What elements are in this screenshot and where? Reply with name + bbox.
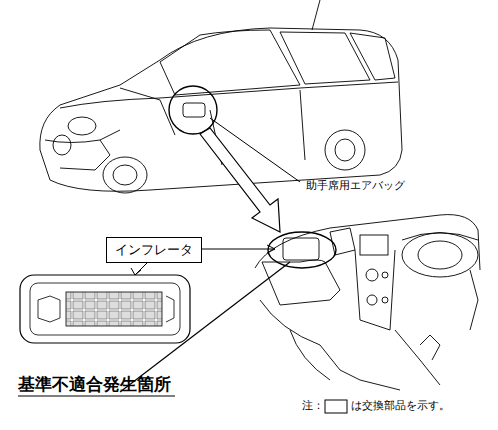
car xyxy=(40,0,402,193)
note-text: は交換部品を示す。 xyxy=(351,400,450,413)
part-box: インフレータ xyxy=(106,237,202,263)
box-text: インフレータ xyxy=(115,241,193,259)
note-box-symbol xyxy=(325,400,347,413)
dashboard xyxy=(255,215,480,390)
part-label: 助手席用エアバッグ xyxy=(306,180,405,193)
zoom-arrow xyxy=(200,128,280,232)
leader-arrowhead xyxy=(267,245,275,253)
underline xyxy=(18,395,175,396)
leader-line xyxy=(120,262,290,392)
leader-line xyxy=(200,249,275,250)
location-label: 基準不適合発生箇所 xyxy=(18,375,171,395)
leader-arrowhead xyxy=(131,268,141,275)
note-label: 注： xyxy=(302,400,324,413)
inflator-drawing xyxy=(20,275,190,343)
